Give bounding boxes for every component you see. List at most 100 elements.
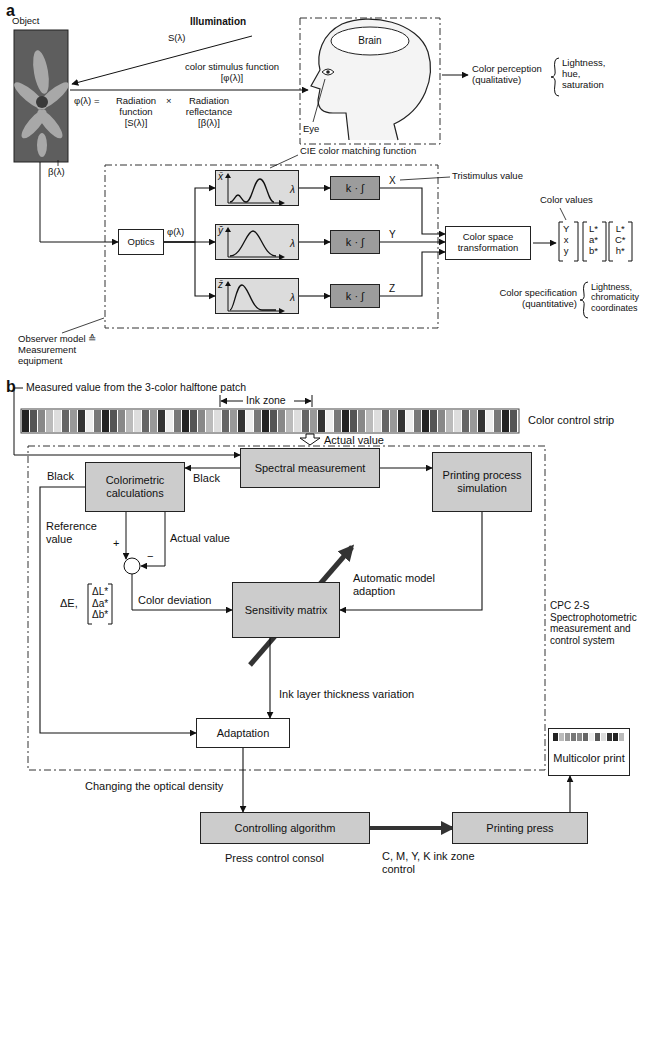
signal-label: Actual value (324, 434, 384, 447)
edge-label: Changing the optical density (84, 780, 224, 793)
strip-patch (553, 733, 558, 741)
integrator-box: k · ∫ (330, 230, 380, 254)
node-text: Spectral measurement (255, 462, 366, 475)
formula-label: Radiation reflectance [β(λ)] (176, 96, 242, 129)
signal-label: Color deviation (138, 594, 211, 607)
strip-patch (150, 410, 157, 432)
connector-arrow (269, 638, 270, 718)
node-text: Printing press (486, 822, 553, 835)
strip-patch (382, 410, 389, 432)
matching-function-plot: z̄λ (215, 278, 299, 314)
bracket (628, 222, 632, 261)
strip-patch (30, 410, 37, 432)
plot-axes (228, 285, 280, 311)
connector-arrow (380, 241, 445, 242)
node-text: Sensitivity matrix (245, 604, 328, 617)
strip-patch (94, 410, 101, 432)
plot-graphic (216, 225, 298, 259)
process-box: Sensitivity matrix (232, 582, 340, 638)
strip-patch (22, 410, 29, 432)
strip-patch (118, 410, 125, 432)
summing-junction (124, 558, 140, 574)
strip-patch (230, 410, 237, 432)
strip-patch (619, 733, 624, 741)
integrator-box: k · ∫ (330, 176, 380, 200)
connector-arrow (242, 748, 243, 812)
strip-patch (70, 410, 77, 432)
leaf (37, 133, 47, 157)
thick-arrow (370, 826, 452, 830)
bracket (88, 584, 92, 624)
node-text: k · ∫ (346, 290, 364, 303)
node-text: Optics (128, 237, 155, 248)
bracket (583, 222, 587, 261)
print-strip (553, 732, 625, 742)
axis-label: λ (290, 292, 295, 304)
leader-line (560, 208, 566, 220)
strip-patch (110, 410, 117, 432)
signal-label: Reference value (46, 520, 108, 545)
object-picture (11, 30, 72, 162)
observer-model-frame (105, 165, 438, 328)
ellipse-outline (331, 27, 409, 55)
strip-patch (414, 410, 421, 432)
strip-patch (583, 733, 588, 741)
node-text: Controlling algorithm (235, 822, 336, 835)
strip-patch (238, 410, 245, 432)
strip-patch (126, 410, 133, 432)
strip-patch (262, 410, 269, 432)
strip-patch (486, 410, 493, 432)
observer-frame (300, 18, 440, 144)
bracket (609, 222, 613, 261)
transform-box: Color space transformation (445, 226, 531, 260)
part-label: Press control consol (225, 852, 324, 865)
strip-patch (406, 410, 413, 432)
strip-patch (174, 410, 181, 432)
edge-label: Ink layer thickness variation (278, 688, 415, 701)
optics-box: Optics (118, 229, 164, 255)
strip-patch (462, 410, 469, 432)
bracket (108, 584, 112, 624)
strip-patch (366, 410, 373, 432)
strip-patch (502, 410, 509, 432)
ink-zone-arrows (220, 395, 312, 407)
control-strip-patches (22, 410, 517, 432)
strip-patch (589, 733, 594, 741)
signal-label: Actual value (170, 532, 230, 545)
function-symbol: x̄ (218, 171, 223, 183)
formula-label: β(λ) (48, 167, 65, 178)
axis-label: λ (290, 184, 295, 196)
brace (551, 58, 559, 96)
node-text: Colorimetric calculations (90, 474, 180, 499)
note-label: Measured value from the 3-color halftone… (26, 381, 246, 393)
connector-arrow (185, 467, 240, 468)
leaf-pattern (11, 49, 72, 157)
process-box: Colorimetric calculations (85, 462, 185, 512)
strip-patch (318, 410, 325, 432)
note-label: Lightness, chromaticity coordinates (591, 282, 639, 313)
vector-label: L* a* b* (589, 224, 598, 257)
hollow-arrow (300, 434, 320, 445)
strip-patch (54, 410, 61, 432)
edge-label: Z (388, 283, 396, 295)
strip-patch (494, 410, 501, 432)
part-label: Color values (540, 195, 593, 206)
integrator-box: k · ∫ (330, 284, 380, 308)
control-strip-frame (21, 409, 519, 433)
strip-patch (446, 410, 453, 432)
strip-patch (390, 410, 397, 432)
tick (220, 395, 221, 407)
tick (312, 395, 313, 407)
strip-patch (607, 733, 612, 741)
strip-patch (270, 410, 277, 432)
strip-patch (510, 410, 517, 432)
leaf (30, 49, 51, 95)
strip-patch (302, 410, 309, 432)
print-sample-box: Multicolor print (548, 728, 630, 776)
part-label: Illumination (190, 16, 246, 28)
process-box: Spectral measurement (240, 448, 380, 488)
process-box: Printing press (452, 812, 588, 844)
strip-patch (565, 733, 570, 741)
formula-label: φ(λ) = (74, 96, 99, 107)
output-arrow (533, 243, 556, 244)
